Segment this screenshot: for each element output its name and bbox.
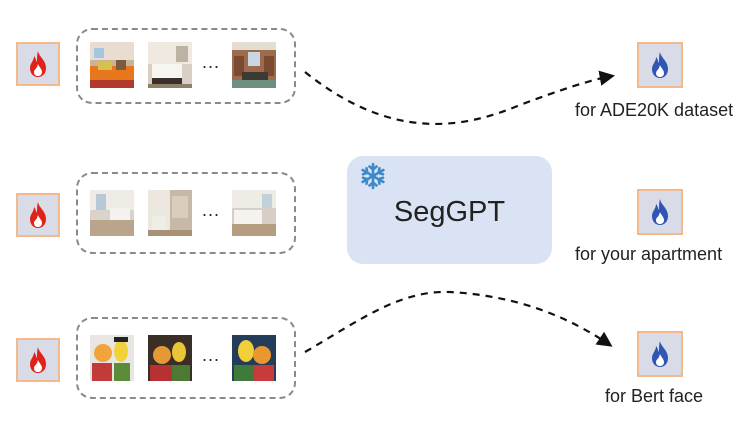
seggpt-model-box: SegGPT — [347, 156, 552, 264]
flame-icon — [652, 52, 668, 78]
prompt-image-group-row2: ... — [76, 172, 296, 254]
thumbnail-bert-ernie-1 — [90, 335, 134, 381]
ellipsis-row1: ... — [202, 52, 221, 72]
flame-icon — [30, 202, 46, 228]
arrow-row1 — [304, 70, 616, 126]
snowflake-icon — [361, 162, 385, 190]
prompt-image-group-row1: ... — [76, 28, 296, 104]
target-flame-icon-row3 — [637, 331, 683, 377]
thumbnail-apartment-bedroom — [232, 190, 276, 236]
ellipsis-row2: ... — [202, 200, 221, 220]
ellipsis-row3: ... — [202, 345, 221, 365]
flame-icon — [652, 341, 668, 367]
thumbnail-bert-ernie-3 — [232, 335, 276, 381]
thumbnail-dining-room — [232, 42, 276, 88]
arrow-row3 — [304, 290, 613, 353]
thumbnail-apartment-room — [90, 190, 134, 236]
model-label: SegGPT — [393, 196, 506, 228]
target-flame-icon-row1 — [637, 42, 683, 88]
caption-row3: for Bert face — [605, 386, 704, 406]
flame-icon — [30, 347, 46, 373]
thumbnail-bert-ernie-2 — [148, 335, 192, 381]
prompt-flame-icon-row1 — [16, 42, 60, 86]
caption-row2: for your apartment — [575, 244, 723, 264]
target-flame-icon-row2 — [637, 189, 683, 235]
thumbnail-bedroom — [148, 42, 192, 88]
prompt-flame-icon-row3 — [16, 338, 60, 382]
prompt-image-group-row3: ... — [76, 317, 296, 399]
flame-icon — [30, 51, 46, 77]
prompt-flame-icon-row2 — [16, 193, 60, 237]
flame-icon — [652, 199, 668, 225]
thumbnail-living-room — [90, 42, 134, 88]
thumbnail-apartment-hall — [148, 190, 192, 236]
caption-row1: for ADE20K dataset — [575, 100, 734, 120]
